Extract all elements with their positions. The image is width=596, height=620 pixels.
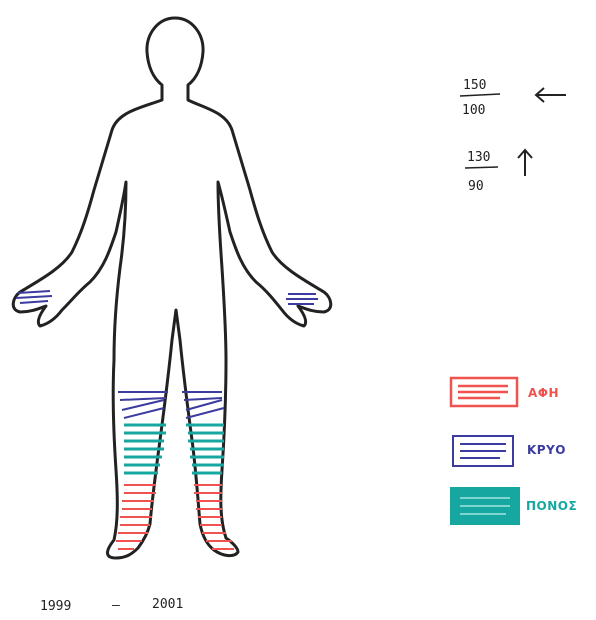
date-dash: – (112, 598, 120, 613)
bp-2-denominator: 90 (468, 179, 484, 194)
bp-1-fraction-line (460, 94, 500, 96)
legend-item-pain: ΠΟΝΟΣ (451, 488, 577, 524)
bp-reading-1: 150 100 (460, 78, 500, 118)
left-leg-pain-area (124, 425, 166, 473)
legend-label-pain: ΠΟΝΟΣ (526, 499, 577, 513)
left-arrow-icon (536, 88, 566, 102)
legend-label-cold: ΚΡΥΟ (527, 443, 566, 457)
bp-reading-2: 130 90 (465, 150, 498, 194)
up-arrow-icon (518, 150, 532, 176)
legend-label-touch: ΑΦΗ (528, 386, 559, 400)
right-hand-cold-area (286, 294, 318, 304)
date-start: 1999 (40, 599, 71, 614)
bp-1-numerator: 150 (463, 78, 486, 93)
legend-item-touch: ΑΦΗ (451, 378, 559, 406)
body-outline (13, 18, 331, 558)
bp-2-fraction-line (465, 167, 498, 168)
left-leg-cold-area (118, 392, 168, 418)
date-range: 1999 – 2001 (40, 597, 183, 614)
bp-1-denominator: 100 (462, 103, 485, 118)
right-leg-pain-area (186, 425, 224, 473)
left-leg-touch-area (116, 485, 156, 549)
bp-2-numerator: 130 (467, 150, 490, 165)
legend: ΑΦΗ ΚΡΥΟ ΠΟΝΟΣ (451, 378, 577, 524)
legend-item-cold: ΚΡΥΟ (453, 436, 566, 466)
date-end: 2001 (152, 597, 183, 612)
left-hand-cold-area (16, 291, 52, 303)
